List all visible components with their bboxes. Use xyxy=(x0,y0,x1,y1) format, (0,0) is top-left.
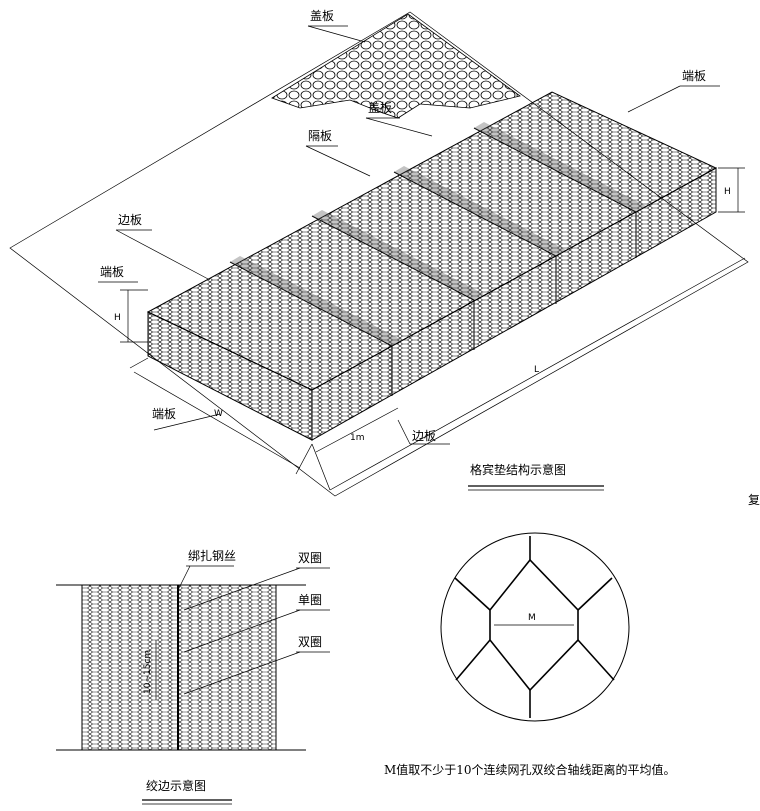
dimension-lines xyxy=(120,167,746,491)
label-double-ring-2: 双圈 xyxy=(298,635,322,649)
label-binding-wire: 绑扎钢丝 xyxy=(188,549,236,563)
m-label: M xyxy=(528,613,536,623)
cut-text: 复 xyxy=(748,493,760,507)
label-partition: 隔板 xyxy=(308,129,332,143)
mesh-circle xyxy=(440,532,630,722)
label-side-left: 边板 xyxy=(118,213,142,227)
dim-l: L xyxy=(534,365,539,375)
gabion-structure-diagram: 盖板 端板 盖板 隔板 边板 端板 端板 边板 H H W L 1m 复 格宾垫… xyxy=(9,9,760,507)
dim-1m: 1m xyxy=(350,433,365,443)
caption-edge: 绞边示意图 xyxy=(146,778,206,793)
box-side-face xyxy=(311,167,717,441)
dim-h-right: H xyxy=(724,187,731,197)
caption-structure: 格宾垫结构示意图 xyxy=(470,462,566,477)
caption-note: M值取不少于10个连续网孔双绞合轴线距离的平均值。 xyxy=(384,762,676,777)
label-end-right: 端板 xyxy=(682,69,706,83)
dim-w: W xyxy=(214,409,223,419)
label-single-ring: 单圈 xyxy=(298,593,322,607)
label-end-left: 端板 xyxy=(100,265,124,279)
lid-outline xyxy=(9,11,749,497)
lid-mesh xyxy=(271,13,521,119)
partitions xyxy=(229,127,637,396)
mesh-detail-diagram: M M值取不少于10个连续网孔双绞合轴线距离的平均值。 xyxy=(384,532,676,777)
mesh-hexes xyxy=(454,536,615,718)
label-spacing: 10~15cm xyxy=(143,650,153,694)
dim-h-left: H xyxy=(114,313,121,323)
label-cover-top: 盖板 xyxy=(310,9,334,23)
edge-detail-diagram: 绑扎钢丝 双圈 单圈 双圈 10~15cm 绞边示意图 xyxy=(56,549,330,805)
label-side-front: 边板 xyxy=(412,429,436,443)
partition-bands xyxy=(230,122,646,346)
edge-leaders xyxy=(155,565,330,700)
label-double-ring-1: 双圈 xyxy=(298,551,322,565)
leader-lines xyxy=(98,25,720,445)
label-end-front: 端板 xyxy=(152,407,176,421)
label-cover-mid: 盖板 xyxy=(368,101,392,115)
